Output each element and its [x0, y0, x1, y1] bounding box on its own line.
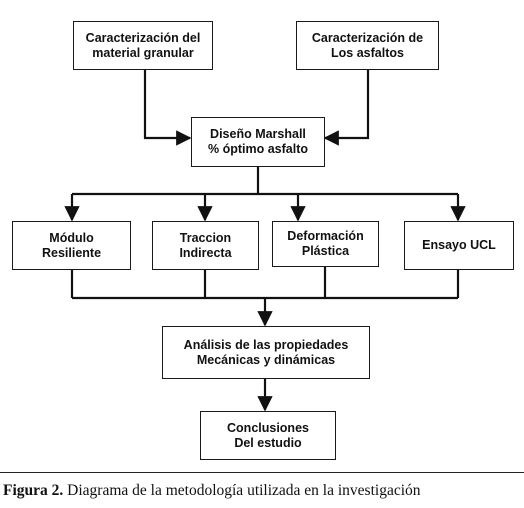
node-caracterizacion-asfaltos: Caracterización de Los asfaltos [296, 21, 439, 70]
node-conclusiones: Conclusiones Del estudio [200, 411, 336, 460]
node-label: Deformación Plástica [287, 229, 364, 258]
node-traccion-indirecta: Traccion Indirecta [152, 221, 259, 270]
node-label: Conclusiones Del estudio [227, 420, 309, 450]
node-analisis-propiedades: Análisis de las propiedades Mecánicas y … [162, 326, 370, 379]
node-diseno-marshall: Diseño Marshall % óptimo asfalto [191, 117, 325, 167]
node-label: Análisis de las propiedades Mecánicas y … [183, 337, 349, 367]
node-deformacion-plastica: Deformación Plástica [272, 221, 379, 267]
node-label: Ensayo UCL [422, 238, 496, 252]
connector-lines [64, 70, 466, 412]
caption-divider [0, 472, 524, 473]
node-label: Traccion Indirecta [179, 230, 232, 260]
node-modulo-resiliente: Módulo Resiliente [12, 221, 131, 270]
node-label: Caracterización del material granular [85, 30, 201, 60]
node-caracterizacion-material: Caracterización del material granular [73, 21, 213, 70]
caption-label: Figura 2. [3, 482, 64, 499]
connector-material-to-marshall [143, 70, 192, 146]
connector-asfaltos-to-marshall [323, 70, 370, 146]
node-label: Módulo Resiliente [41, 230, 102, 260]
figure-caption: Figura 2. Diagrama de la metodología uti… [3, 482, 523, 500]
node-ensayo-ucl: Ensayo UCL [404, 221, 514, 270]
caption-text: Diagrama de la metodología utilizada en … [63, 482, 421, 499]
node-label: Diseño Marshall % óptimo asfalto [207, 127, 308, 156]
node-label: Caracterización de Los asfaltos [311, 30, 424, 60]
